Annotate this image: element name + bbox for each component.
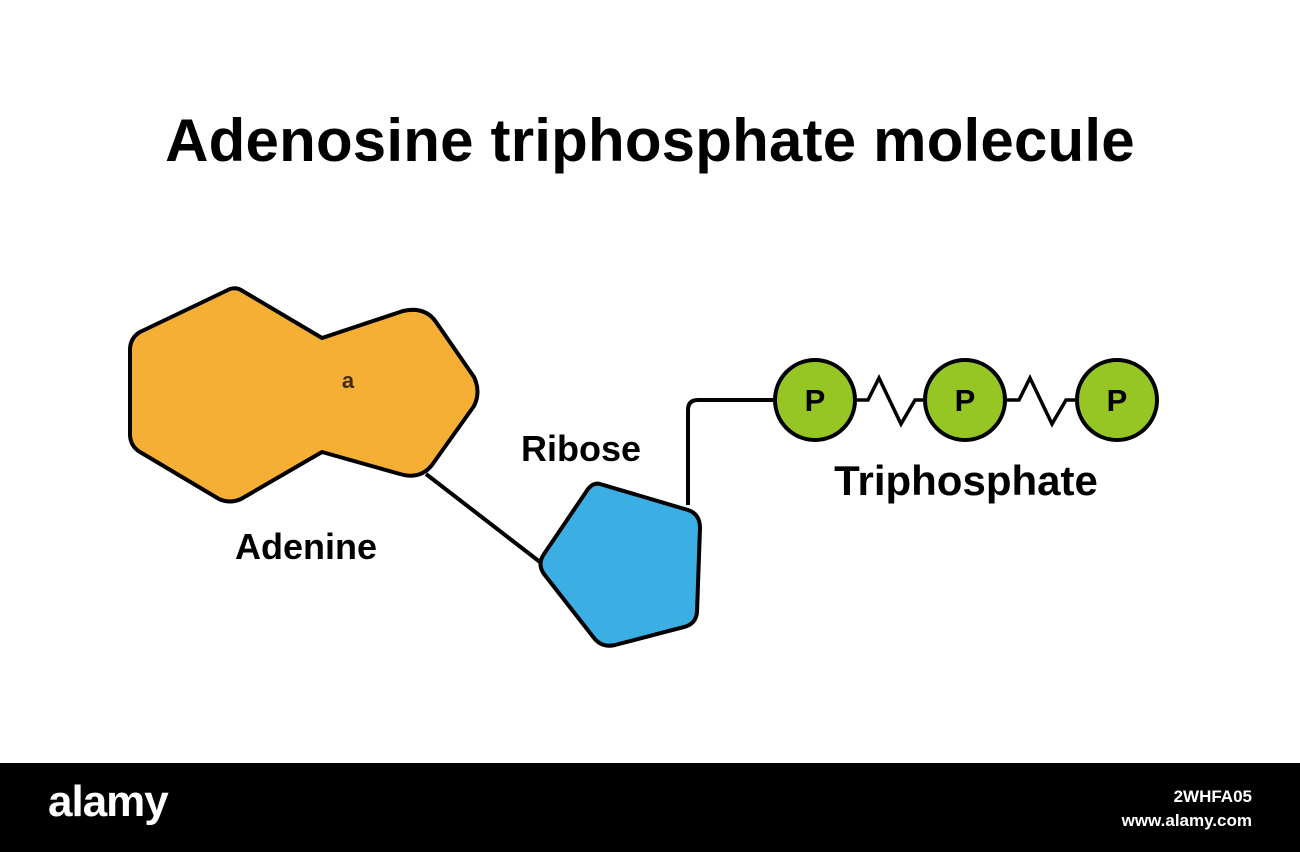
site-url: www.alamy.com bbox=[1121, 811, 1252, 830]
phosphate-group-1: P bbox=[773, 358, 857, 442]
adenine-ribose-bond bbox=[424, 472, 542, 564]
phosphate-bond-1 bbox=[855, 374, 925, 428]
alamy-logo: alamy bbox=[48, 777, 169, 826]
adenine-label: Adenine bbox=[235, 526, 377, 567]
atp-diagram: a P P P Adenine Ribose Triphosphate bbox=[128, 286, 1159, 648]
phosphate-label: P bbox=[955, 383, 976, 418]
phosphate-group-2: P bbox=[923, 358, 1007, 442]
ribose-shape bbox=[538, 481, 702, 648]
phosphate-group-3: P bbox=[1075, 358, 1159, 442]
phosphate-bond-2 bbox=[1006, 374, 1076, 428]
image-id: 2WHFA05 bbox=[1173, 787, 1252, 806]
phosphate-label: P bbox=[805, 383, 826, 418]
adenine-shape bbox=[128, 286, 480, 504]
phosphate-label: P bbox=[1107, 383, 1128, 418]
ribose-label: Ribose bbox=[521, 428, 641, 469]
ribose-phosphate-bond bbox=[686, 398, 775, 505]
diagram-title: Adenosine triphosphate molecule bbox=[165, 107, 1135, 174]
watermark-footer: alamy 2WHFA05 www.alamy.com bbox=[0, 763, 1300, 852]
triphosphate-label: Triphosphate bbox=[834, 457, 1098, 504]
watermark-mark: a bbox=[342, 368, 355, 393]
